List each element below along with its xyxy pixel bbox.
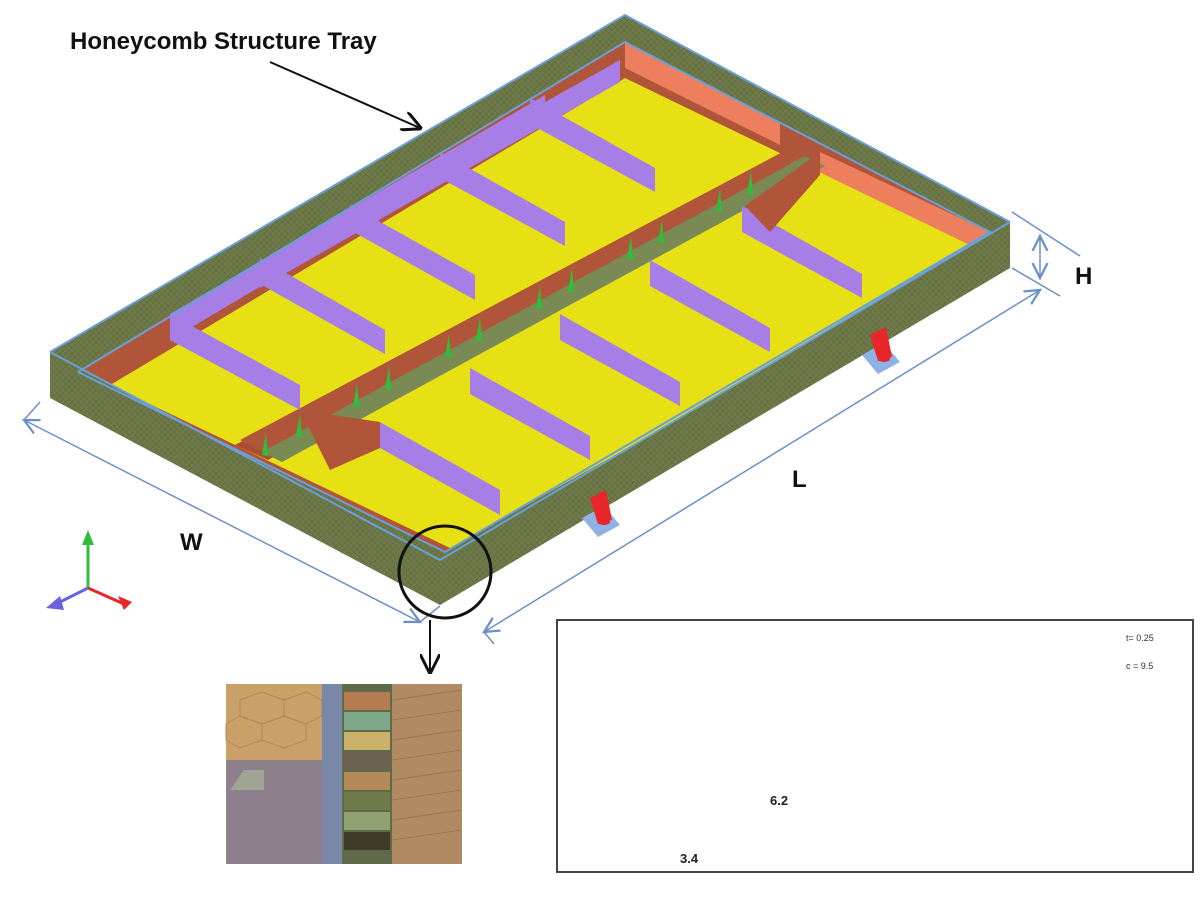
face-thickness-label: t= 0.25 xyxy=(1126,633,1154,643)
cell-wall-label: 3.4 xyxy=(680,851,699,866)
height-label: H xyxy=(1075,263,1093,290)
cell-size-label: 6.2 xyxy=(770,793,789,808)
width-dimension xyxy=(24,420,420,622)
length-dimension xyxy=(484,290,1040,632)
corner-zoom-detail xyxy=(225,684,463,864)
length-label: L xyxy=(792,466,807,493)
width-label: W xyxy=(180,529,203,556)
figure-title: Honeycomb Structure Tray xyxy=(70,28,377,55)
tray-model xyxy=(49,13,1011,605)
dimension-lines xyxy=(24,211,1081,645)
end-wall-right-back xyxy=(625,42,780,145)
honeycomb-inset-frame xyxy=(556,619,1194,873)
end-wall-right-front xyxy=(820,152,990,255)
corner-detail-circle xyxy=(397,524,493,620)
title-pointer-arrow xyxy=(269,61,420,128)
axis-triad-main xyxy=(46,530,132,610)
core-thickness-label: c = 9.5 xyxy=(1126,661,1154,671)
